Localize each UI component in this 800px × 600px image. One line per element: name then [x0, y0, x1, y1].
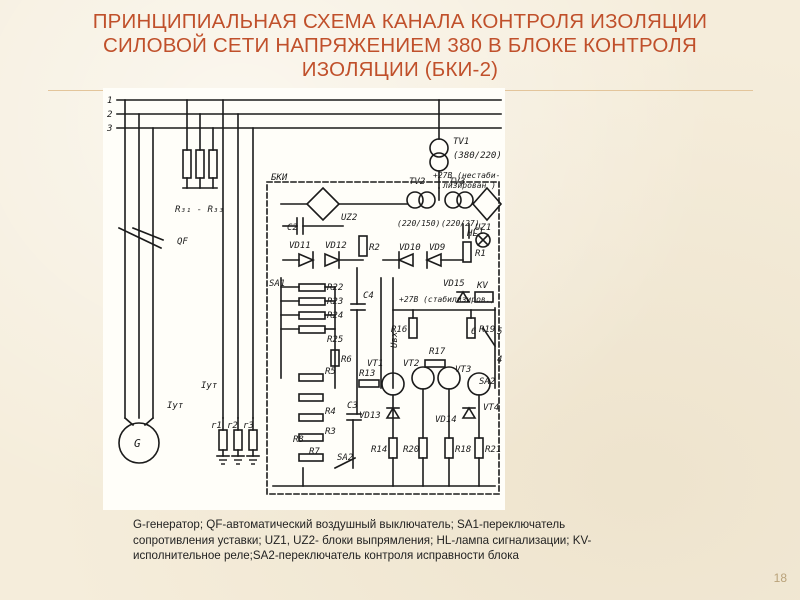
- label-hl: HL: [466, 229, 478, 239]
- bus-label-3: 3: [106, 124, 112, 134]
- label-tv3: TV3: [449, 177, 465, 187]
- label-r17: R17: [429, 347, 446, 357]
- label-unstabilized: +27В (нестаби-: [433, 170, 500, 180]
- label-tv2: TV2: [409, 177, 425, 187]
- label-r2: R2: [369, 243, 380, 253]
- label-r20: R20: [403, 445, 419, 455]
- bus-label-1: 1: [107, 96, 112, 106]
- label-vd14: VD14: [435, 415, 457, 425]
- label-r4: R4: [325, 407, 336, 417]
- label-tv2-ratio: (220/150): [397, 219, 440, 228]
- label-node-5: 5: [497, 327, 502, 337]
- label-sa1: SA1: [269, 279, 285, 289]
- label-uz2: UZ2: [341, 213, 357, 223]
- label-sa2-right: SA2: [479, 377, 495, 387]
- label-r7: R7: [309, 447, 320, 457]
- label-vd9: VD9: [429, 243, 445, 253]
- label-sa2-lower: SA2: [337, 453, 353, 463]
- label-vd13: VD13: [359, 411, 381, 421]
- label-iut-1: Iут: [201, 381, 218, 391]
- label-r1: R1: [475, 249, 486, 259]
- label-c4: C4: [363, 291, 374, 301]
- label-r-g3: r3: [243, 421, 254, 431]
- bus-label-2: 2: [107, 110, 112, 120]
- label-r5: R5: [325, 367, 336, 377]
- label-kv: KV: [476, 281, 488, 291]
- figure-caption: G-генератор; QF-автоматический воздушный…: [133, 517, 723, 564]
- title-line-3: ИЗОЛЯЦИИ (БКИ-2): [301, 58, 499, 81]
- label-r18: R18: [455, 445, 471, 455]
- schematic-image: 1 2 3 БКИ TV1 (380/220) TV2 TV3 (220/150…: [103, 88, 505, 510]
- title-line-2: СИЛОВОЙ СЕТИ НАПРЯЖЕНИЕМ 380 В БЛОКЕ КОН…: [103, 34, 697, 57]
- label-bki: БКИ: [271, 173, 288, 183]
- label-r13: R13: [359, 369, 375, 379]
- label-uz1: UZ1: [475, 223, 491, 233]
- label-r24: R24: [327, 311, 343, 321]
- caption-line-3: исполнительное реле;SA2-переключатель ко…: [133, 549, 519, 562]
- label-r8: R8: [293, 435, 304, 445]
- label-r6: R6: [341, 355, 352, 365]
- label-vt3: VT3: [455, 365, 471, 375]
- label-r-g1: r1: [211, 421, 222, 431]
- title-line-1: ПРИНЦИПИАЛЬНАЯ СХЕМА КАНАЛА КОНТРОЛЯ ИЗО…: [92, 10, 708, 33]
- label-stabilized: +27В (стабилизиров.): [399, 294, 495, 304]
- label-c2: C2: [287, 223, 298, 233]
- label-r19: R19: [479, 325, 495, 335]
- label-r14: R14: [371, 445, 387, 455]
- label-vd11: VD11: [289, 241, 311, 251]
- label-vd12: VD12: [325, 241, 347, 251]
- page-number: 18: [773, 571, 787, 585]
- caption-line-1: G-генератор; QF-автоматический воздушный…: [133, 518, 566, 531]
- caption-line-2: сопротивления уставки; UZ1, UZ2- блоки в…: [133, 533, 592, 547]
- label-r3: R3: [325, 427, 336, 437]
- label-c3: C3: [347, 401, 358, 411]
- label-vd15: VD15: [443, 279, 465, 289]
- label-node-4: 4: [497, 355, 502, 365]
- label-unstabilized-2: лизирован ): [442, 181, 496, 190]
- label-generator: G: [134, 437, 141, 450]
- label-tv1: TV1: [453, 137, 469, 147]
- label-iut-2: Iут: [167, 401, 184, 411]
- label-r22: R22: [327, 283, 343, 293]
- label-vt1: VT1: [367, 359, 383, 369]
- label-vt4: VT4: [483, 403, 499, 413]
- slide-title: ПРИНЦИПИАЛЬНАЯ СХЕМА КАНАЛА КОНТРОЛЯ ИЗО…: [40, 10, 760, 82]
- label-r-range: R₃₁ - R₃₃: [175, 205, 224, 215]
- label-r25: R25: [327, 335, 343, 345]
- label-r21: R21: [485, 445, 501, 455]
- label-r16: R16: [391, 325, 407, 335]
- label-node-6: 6: [471, 327, 476, 337]
- label-r23: R23: [327, 297, 343, 307]
- label-vt2: VT2: [403, 359, 419, 369]
- label-c1: C1: [473, 227, 484, 237]
- label-tv1-ratio: (380/220): [453, 151, 502, 161]
- label-r-g2: r2: [227, 421, 238, 431]
- label-uvx: Uвх: [390, 331, 400, 348]
- circuit-diagram: 1 2 3 БКИ TV1 (380/220) TV2 TV3 (220/150…: [106, 96, 502, 495]
- label-vd10: VD10: [399, 243, 421, 253]
- label-qf: QF: [177, 237, 188, 247]
- label-tv3-ratio: (220/27): [441, 219, 480, 228]
